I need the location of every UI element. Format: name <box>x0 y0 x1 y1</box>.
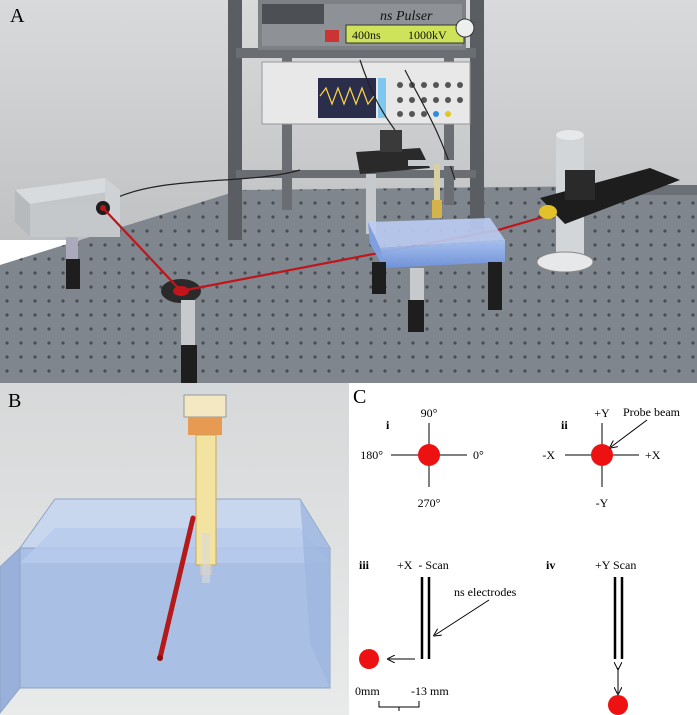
panel-a-illustration: ns Pulser 400ns 1000kV <box>0 0 697 383</box>
oscilloscope <box>261 61 471 125</box>
electrode-assembly <box>182 383 230 583</box>
tank-front <box>19 547 331 689</box>
pulser-width-readout: 400ns <box>352 28 381 42</box>
axis-plus-y: +Y <box>594 406 610 420</box>
subpanel-ii-xy-diagram: ii +Y -X +X -Y Probe beam <box>542 405 680 510</box>
water-tank <box>368 218 505 332</box>
subpanel-ii-label: ii <box>561 418 568 432</box>
pulser-title: ns Pulser <box>380 9 433 24</box>
electrodes-callout: ns electrodes <box>454 585 517 599</box>
probe-laser <box>536 130 680 273</box>
probe-beam-arrow <box>611 419 648 447</box>
probe-beam-callout: Probe beam <box>623 405 681 419</box>
pulser-voltage-readout: 1000kV <box>408 28 447 42</box>
beam-dot <box>418 444 440 466</box>
angle-270: 270° <box>418 496 441 510</box>
axis-minus-x: -X <box>542 448 555 462</box>
subpanel-i-label: i <box>386 418 390 432</box>
panel-a-optical-setup: ns Pulser 400ns 1000kV <box>0 0 697 383</box>
scan-start-dot <box>359 649 379 669</box>
subpanel-iii-label: iii <box>359 558 370 572</box>
angle-180: 180° <box>360 448 383 462</box>
panel-c-scan-schematics: C i 90° 180° 0° 270° ii +Y -X +X <box>349 383 697 715</box>
cable <box>111 169 301 201</box>
subpanel-iii-x-scan: iii +X - Scan ns electrodes 0mm -13 mm <box>355 558 517 711</box>
panel-b-label: B <box>8 390 21 412</box>
scan-start-dot <box>608 695 628 715</box>
axis-plus-x: +X <box>645 448 661 462</box>
y-scan-title: +Y Scan <box>595 558 636 572</box>
translation-stage <box>356 130 458 234</box>
scan-start-value: 0mm <box>355 684 380 698</box>
axis-minus-y: -Y <box>596 496 609 510</box>
panel-c-label: C <box>353 386 366 408</box>
panel-c-illustration: C i 90° 180° 0° 270° ii +Y -X +X <box>353 386 681 715</box>
laser-beam <box>102 207 561 293</box>
electrodes-arrow <box>435 599 490 635</box>
x-scan-title: +X - Scan <box>397 558 449 572</box>
range-bracket <box>378 701 420 708</box>
probe-beam-dot <box>591 444 613 466</box>
subpanel-iv-label: iv <box>546 558 555 572</box>
panel-b-tank-closeup: B <box>0 383 349 715</box>
panel-a-label: A <box>10 5 25 27</box>
subpanel-i-angle-diagram: i 90° 180° 0° 270° <box>360 406 484 510</box>
ns-pulser: ns Pulser 400ns 1000kV <box>258 0 475 50</box>
scan-end-value: -13 mm <box>411 684 449 698</box>
angle-0: 0° <box>473 448 484 462</box>
subpanel-iv-y-scan: iv +Y Scan <box>546 558 636 715</box>
panel-b-illustration: B <box>0 383 349 715</box>
angle-90: 90° <box>421 406 438 420</box>
laser-beam <box>157 515 196 661</box>
